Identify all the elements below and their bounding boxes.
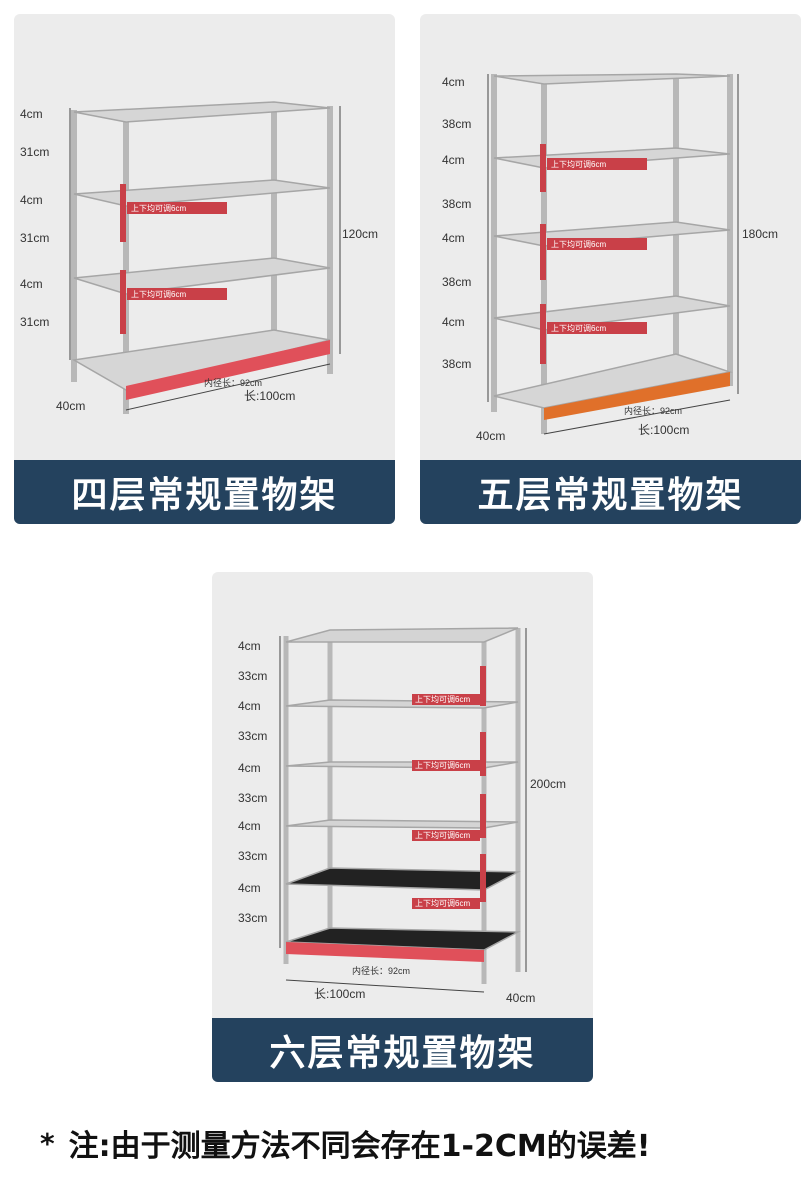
dim-label: 4cm: [442, 231, 465, 245]
panel-title: 五层常规置物架: [420, 460, 801, 524]
dim-label: 33cm: [238, 791, 267, 805]
dim-label: 4cm: [238, 761, 261, 775]
measurement-note: * 注:由于测量方法不同会存在1-2CM的误差!: [40, 1118, 780, 1168]
inner-length-label: 内径长：92cm: [352, 965, 410, 976]
dim-label: 4cm: [442, 315, 465, 329]
left-dimension-labels: 4cm 31cm 4cm 31cm 4cm 31cm: [20, 107, 49, 329]
dim-label: 38cm: [442, 357, 471, 371]
note-star: *: [40, 1126, 55, 1160]
adjust-label: 上下均可调6cm: [415, 830, 470, 840]
dim-label: 33cm: [238, 729, 267, 743]
dim-label: 4cm: [238, 819, 261, 833]
shelf-4-tier-illustration: 上下均可调6cm 上下均可调6cm 4cm 31cm 4cm 31cm 4cm …: [20, 101, 378, 414]
dim-label: 38cm: [442, 275, 471, 289]
panel-title: 六层常规置物架: [212, 1018, 593, 1082]
dim-label: 4cm: [238, 699, 261, 713]
dim-label: 38cm: [442, 117, 471, 131]
length-label: 长:100cm: [638, 423, 689, 437]
adjust-label: 上下均可调6cm: [415, 898, 470, 908]
left-dimension-labels: 4cm 38cm 4cm 38cm 4cm 38cm 4cm 38cm: [442, 75, 471, 371]
adjust-label: 上下均可调6cm: [415, 760, 470, 770]
adjust-label: 上下均可调6cm: [131, 289, 186, 299]
shelf-5-tier-illustration: 上下均可调6cm 上下均可调6cm 上下均可调6cm 4cm 38cm 4cm …: [442, 73, 778, 443]
length-label: 长:100cm: [244, 389, 295, 403]
adjust-label: 上下均可调6cm: [415, 694, 470, 704]
dim-label: 33cm: [238, 911, 267, 925]
left-dimension-labels: 4cm 33cm 4cm 33cm 4cm 33cm 4cm 33cm 4cm …: [238, 639, 267, 925]
shelf-card-5-tier: 上下均可调6cm 上下均可调6cm 上下均可调6cm 4cm 38cm 4cm …: [420, 14, 801, 524]
dim-label: 33cm: [238, 669, 267, 683]
dim-label: 33cm: [238, 849, 267, 863]
adjust-label: 上下均可调6cm: [551, 159, 606, 169]
adjust-label: 上下均可调6cm: [551, 239, 606, 249]
dim-label: 4cm: [20, 277, 43, 291]
inner-length-label: 内径长：92cm: [204, 377, 262, 388]
height-label: 120cm: [342, 227, 378, 241]
dim-label: 4cm: [20, 107, 43, 121]
adjust-label: 上下均可调6cm: [551, 323, 606, 333]
adjust-label: 上下均可调6cm: [131, 203, 186, 213]
dim-label: 31cm: [20, 145, 49, 159]
dim-label: 38cm: [442, 197, 471, 211]
shelf-6-tier-illustration: 上下均可调6cm 上下均可调6cm 上下均可调6cm 上下均可调6cm 4cm …: [238, 627, 566, 1005]
dim-label: 4cm: [442, 75, 465, 89]
dim-label: 31cm: [20, 231, 49, 245]
height-label: 200cm: [530, 777, 566, 791]
height-label: 180cm: [742, 227, 778, 241]
depth-label: 40cm: [56, 399, 85, 413]
note-text: 注:由于测量方法不同会存在1-2CM的误差!: [68, 1129, 651, 1164]
inner-length-label: 内径长：92cm: [624, 405, 682, 416]
length-label: 长:100cm: [314, 987, 365, 1001]
shelf-card-6-tier: 上下均可调6cm 上下均可调6cm 上下均可调6cm 上下均可调6cm 4cm …: [212, 572, 593, 1082]
panel-title: 四层常规置物架: [14, 460, 395, 524]
depth-label: 40cm: [506, 991, 535, 1005]
dim-label: 4cm: [238, 639, 261, 653]
dim-label: 4cm: [238, 881, 261, 895]
dim-label: 4cm: [442, 153, 465, 167]
dim-label: 31cm: [20, 315, 49, 329]
dim-label: 4cm: [20, 193, 43, 207]
shelf-card-4-tier: 上下均可调6cm 上下均可调6cm 4cm 31cm 4cm 31cm 4cm …: [14, 14, 395, 524]
depth-label: 40cm: [476, 429, 505, 443]
